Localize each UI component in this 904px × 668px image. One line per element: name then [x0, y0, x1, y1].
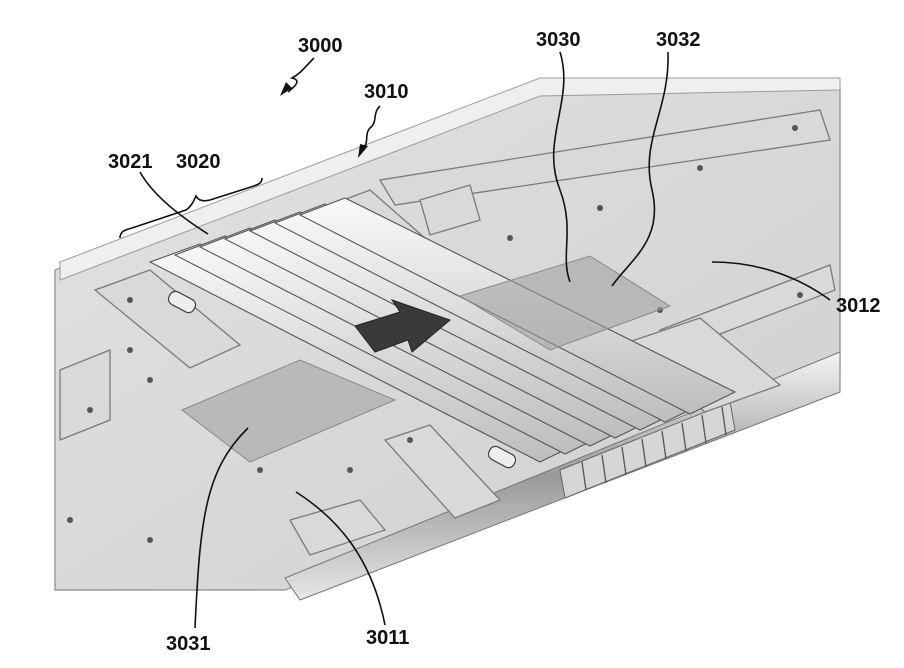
rail-bar-ends	[581, 406, 727, 491]
ref-label-3021: 3021	[108, 151, 153, 173]
leader-3000	[287, 57, 315, 93]
ref-label-3032: 3032	[656, 29, 701, 51]
leader-3010	[361, 105, 381, 151]
tray-cutouts	[59, 109, 836, 556]
ref-label-3030: 3030	[536, 29, 581, 51]
flow-arrow-icon	[354, 299, 451, 353]
leader-3010-arrowhead	[358, 144, 368, 158]
pad-first	[181, 359, 397, 463]
leader-3011	[295, 491, 386, 626]
bracket-3020	[119, 177, 263, 239]
front-rail	[284, 351, 841, 601]
ref-label-3020: 3020	[176, 151, 221, 173]
ref-label-3011: 3011	[366, 627, 409, 649]
ref-label-3031: 3031	[166, 633, 211, 655]
leader-3031	[194, 427, 249, 629]
pin-fasteners	[167, 290, 517, 469]
leader-3032	[611, 51, 669, 287]
ref-label-3010: 3010	[364, 81, 409, 103]
leader-lines	[119, 51, 831, 629]
leader-3021	[139, 171, 209, 235]
ref-label-3012: 3012	[836, 295, 881, 317]
ref-label-3000: 3000	[298, 35, 343, 57]
leader-3000-arrowhead	[280, 82, 292, 96]
leader-3030	[552, 51, 571, 283]
leader-3012	[711, 261, 831, 301]
bar-group	[148, 197, 737, 463]
